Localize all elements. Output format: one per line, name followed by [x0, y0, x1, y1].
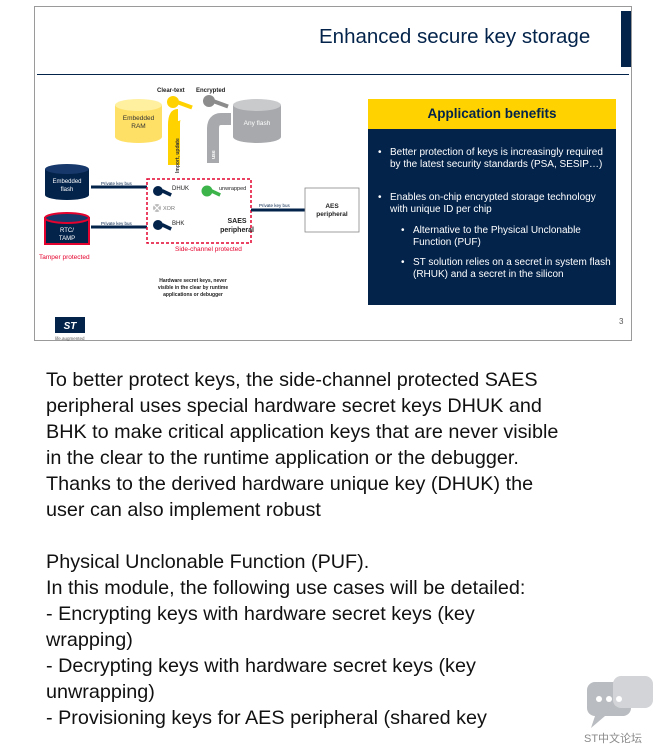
dhuk-key-icon	[153, 186, 172, 197]
bullet-dot: •	[378, 192, 382, 203]
benefit-sub-bullet-1: • Alternative to the Physical Unclonable…	[401, 225, 611, 250]
benefits-heading: Application benefits	[368, 99, 616, 129]
notes-line: BHK to make critical application keys th…	[46, 421, 559, 443]
any-flash-cylinder: Any flash	[233, 99, 281, 143]
slide-title: Enhanced secure key storage	[319, 25, 591, 48]
embedded-flash-cylinder: Embedded flash	[45, 164, 89, 200]
unwrapped-key-icon	[201, 185, 221, 197]
bhk-key-icon	[153, 220, 172, 231]
benefit-sub-text-1: Alternative to the Physical Unclonable F…	[413, 225, 581, 249]
notes-line: To better protect keys, the side-channel…	[46, 369, 538, 391]
xor-label: XOR	[163, 206, 175, 212]
forum-chat-icon	[587, 676, 653, 728]
rtc-label: RTC/	[60, 228, 74, 234]
hw-note-line-2: visible in the clear by runtime	[158, 285, 229, 291]
notes-line: in the clear to the runtime application …	[46, 447, 519, 469]
logo-tagline: life.augmented	[55, 336, 85, 341]
any-flash-label: Any flash	[244, 120, 271, 127]
hw-note-line-3: applications or debugger	[163, 292, 223, 298]
aes-label: AES	[325, 203, 339, 210]
hw-note-line-1: Hardware secret keys, never	[159, 278, 227, 284]
title-divider	[37, 74, 629, 75]
benefit-text-2: Enables on-chip encrypted storage techno…	[390, 192, 596, 216]
flow-arrow-flash	[207, 113, 231, 163]
notes-line: - Encrypting keys with hardware secret k…	[46, 603, 475, 625]
import-update-label: Import, update	[175, 138, 181, 173]
unwrapped-label: unwrapped	[219, 186, 246, 192]
notes-line: In this module, the following use cases …	[46, 577, 526, 599]
flow-arrow-ram	[168, 109, 181, 165]
dhuk-label: DHUK	[172, 186, 189, 192]
application-benefits-panel: Application benefits • Better protection…	[368, 99, 616, 305]
benefit-bullet-1: • Better protection of keys is increasin…	[378, 147, 604, 172]
key-storage-diagram: Clear-text Encrypted Embedded RAM Any fl…	[39, 88, 360, 341]
saes-label: SAES	[227, 218, 246, 225]
rtc-tamp-cylinder: RTC/ TAMP	[44, 212, 90, 245]
notes-line: Thanks to the derived hardware unique ke…	[46, 473, 534, 495]
benefit-text-1: Better protection of keys is increasingl…	[390, 147, 603, 171]
embedded-ram-label: Embedded	[123, 115, 155, 122]
private-key-bus-label-2: Private key bus	[101, 221, 133, 226]
use-label: use	[211, 150, 217, 159]
notes-line: - Provisioning keys for AES peripheral (…	[46, 707, 487, 729]
st-logo: ST	[55, 317, 85, 333]
encrypted-label: Encrypted	[196, 88, 226, 94]
slide: Enhanced secure key storage Clear-text E…	[34, 6, 632, 341]
tamper-protected-label: Tamper protected	[39, 254, 90, 261]
aes-key-bus-label: Private key bus	[259, 203, 291, 208]
bullet-dot: •	[401, 225, 405, 236]
notes-line: user can also implement robust	[46, 499, 321, 521]
benefit-sub-bullet-2: • ST solution relies on a secret in syst…	[401, 257, 611, 282]
bullet-dot: •	[378, 147, 382, 158]
benefit-sub-text-2: ST solution relies on a secret in system…	[413, 257, 611, 281]
xor-icon	[153, 204, 161, 212]
bhk-label: BHK	[172, 221, 184, 227]
notes-blank-line	[46, 523, 646, 549]
saes-label-2: peripheral	[220, 227, 254, 234]
page-number: 3	[619, 317, 624, 326]
encrypted-key-icon	[203, 95, 229, 109]
clear-text-label: Clear-text	[157, 88, 185, 94]
bullet-dot: •	[401, 257, 405, 268]
notes-line: peripheral uses special hardware secret …	[46, 395, 542, 417]
embedded-ram-label-2: RAM	[131, 123, 145, 130]
embedded-ram-cylinder: Embedded RAM	[115, 99, 162, 143]
notes-line: Physical Unclonable Function (PUF).	[46, 551, 370, 573]
aes-peripheral-box	[304, 187, 360, 233]
embedded-flash-label: Embedded	[52, 179, 81, 185]
benefit-bullet-2: • Enables on-chip encrypted storage tech…	[378, 192, 604, 217]
side-channel-label: Side-channel protected	[175, 246, 242, 253]
clear-key-icon	[167, 96, 193, 110]
private-key-bus-label-1: Private key bus	[101, 181, 133, 186]
watermark-text: ST中文论坛	[584, 733, 643, 745]
svg-text:ST: ST	[64, 321, 78, 332]
title-accent-bar	[621, 11, 631, 67]
tamp-label: TAMP	[59, 236, 75, 242]
embedded-flash-label-2: flash	[61, 187, 74, 193]
aes-label-2: peripheral	[316, 211, 348, 218]
speaker-notes: To better protect keys, the side-channel…	[46, 367, 646, 731]
notes-line: unwrapping)	[46, 681, 155, 703]
notes-line: wrapping)	[46, 629, 133, 651]
notes-line: - Decrypting keys with hardware secret k…	[46, 655, 476, 677]
